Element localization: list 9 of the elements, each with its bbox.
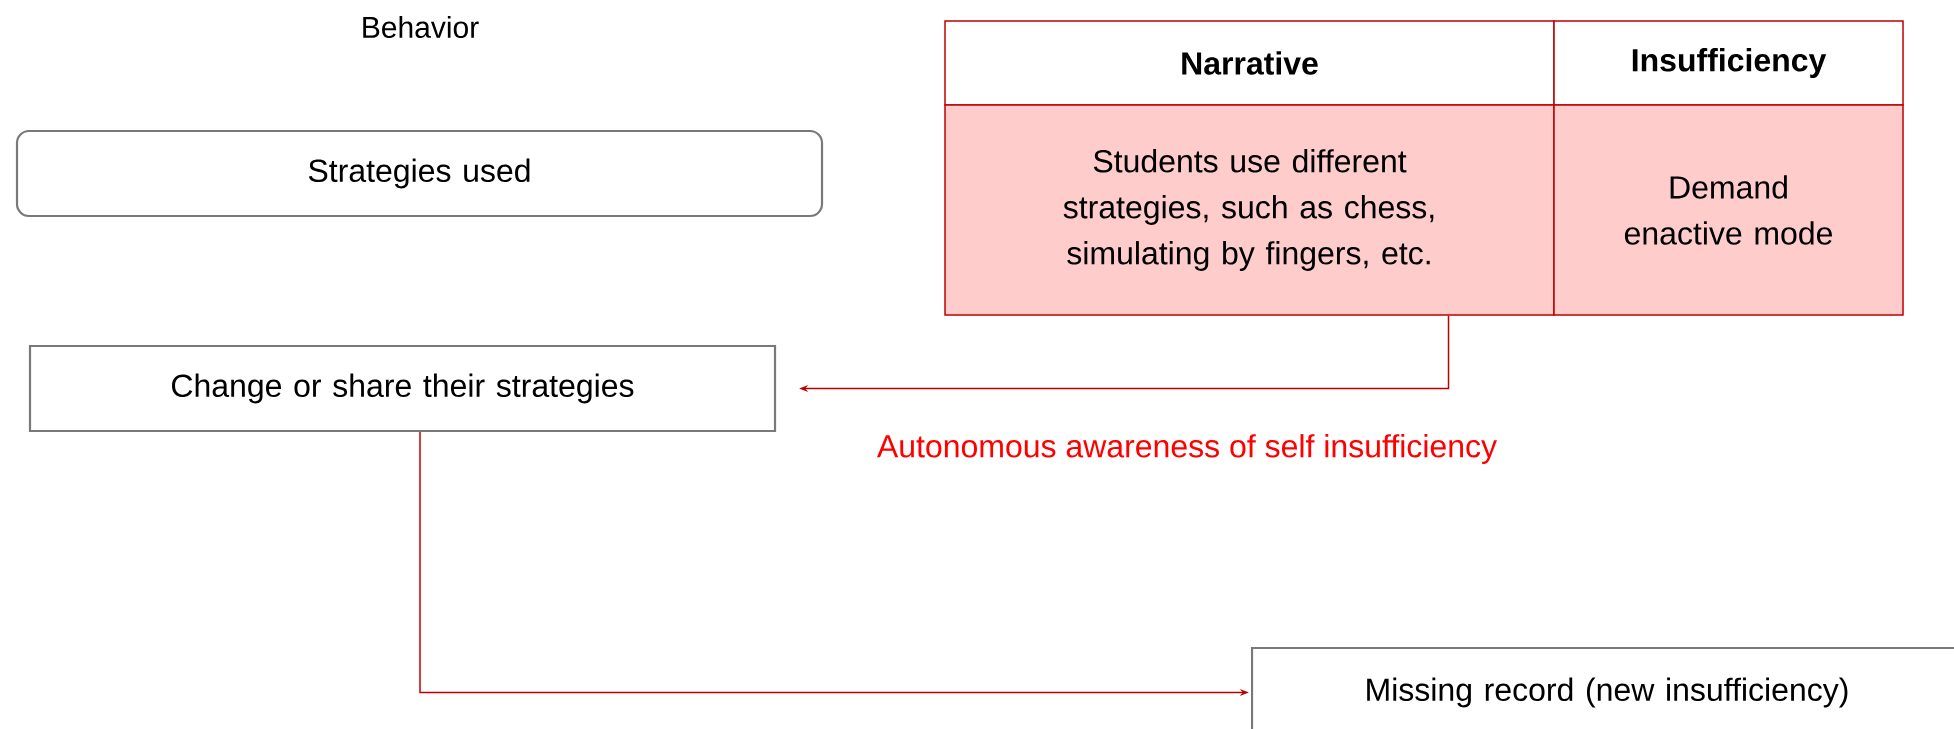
process-box: Missing record (new insufficiency)	[1250, 646, 1954, 729]
table-cell: Students use different strategies, such as chess, simulating by fingers, etc.	[944, 104, 1555, 316]
table-header-cell: Narrative	[944, 20, 1555, 106]
rounded-box: Strategies used	[15, 129, 824, 218]
table-header-cell: Insufficiency	[1553, 20, 1904, 106]
heading: Behavior	[363, 16, 479, 38]
process-box: Change or share their strategies	[28, 344, 777, 433]
edge-label: Autonomous awareness of self insufficiency	[874, 432, 1500, 466]
table-cell: Demand enactive mode	[1553, 104, 1904, 316]
